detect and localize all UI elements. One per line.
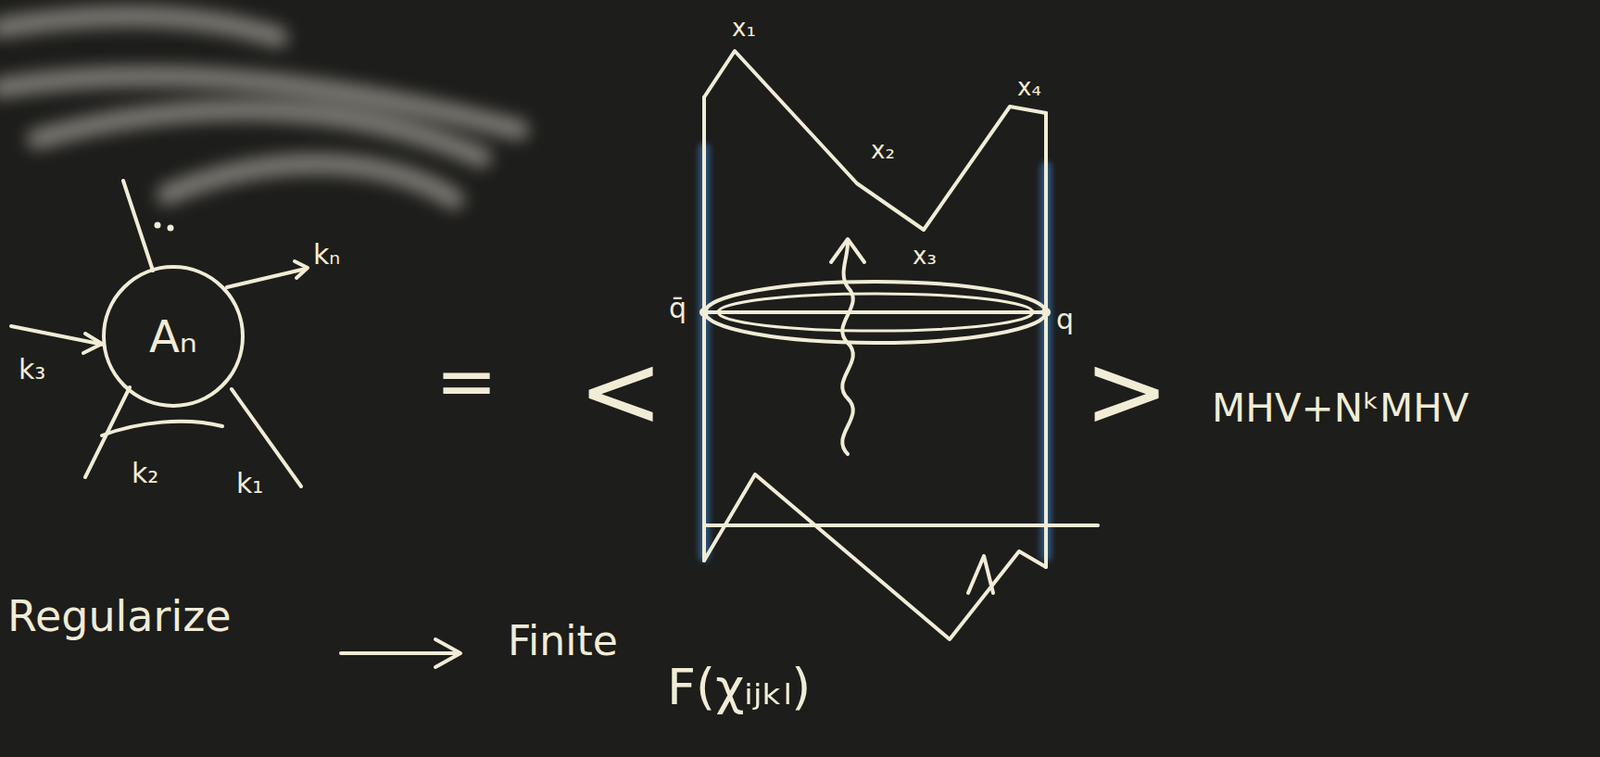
momentum-label: kₙ [313, 239, 341, 270]
point-label: x₃ [912, 242, 937, 270]
point-label: x₁ [731, 14, 756, 42]
amplitude-blob: Aₙ [100, 263, 247, 410]
bracket: < [578, 335, 664, 448]
amplitude-symbol: Aₙ [149, 312, 198, 362]
formula: F(χᵢⱼₖₗ) [667, 659, 811, 715]
chalk-lines [11, 50, 1098, 668]
note-text: Regularize [7, 592, 232, 641]
note-text: Finite [507, 618, 618, 664]
blob-circle [103, 266, 243, 406]
point-label: x₂ [870, 137, 895, 164]
quark-label: q [1056, 303, 1074, 335]
momentum-label: k₃ [18, 353, 46, 385]
helicity-note: MHV+NᵏMHV [1211, 387, 1470, 430]
point-label: x₄ [1017, 74, 1042, 101]
dots [154, 222, 1052, 318]
momentum-label: k₂ [131, 457, 159, 489]
momentum-label: k₁ [236, 467, 264, 499]
bracket: > [1083, 335, 1170, 448]
eraser-smudge [0, 16, 519, 200]
quark-label: q̄ [668, 292, 687, 324]
equals-sign: = [435, 340, 498, 423]
